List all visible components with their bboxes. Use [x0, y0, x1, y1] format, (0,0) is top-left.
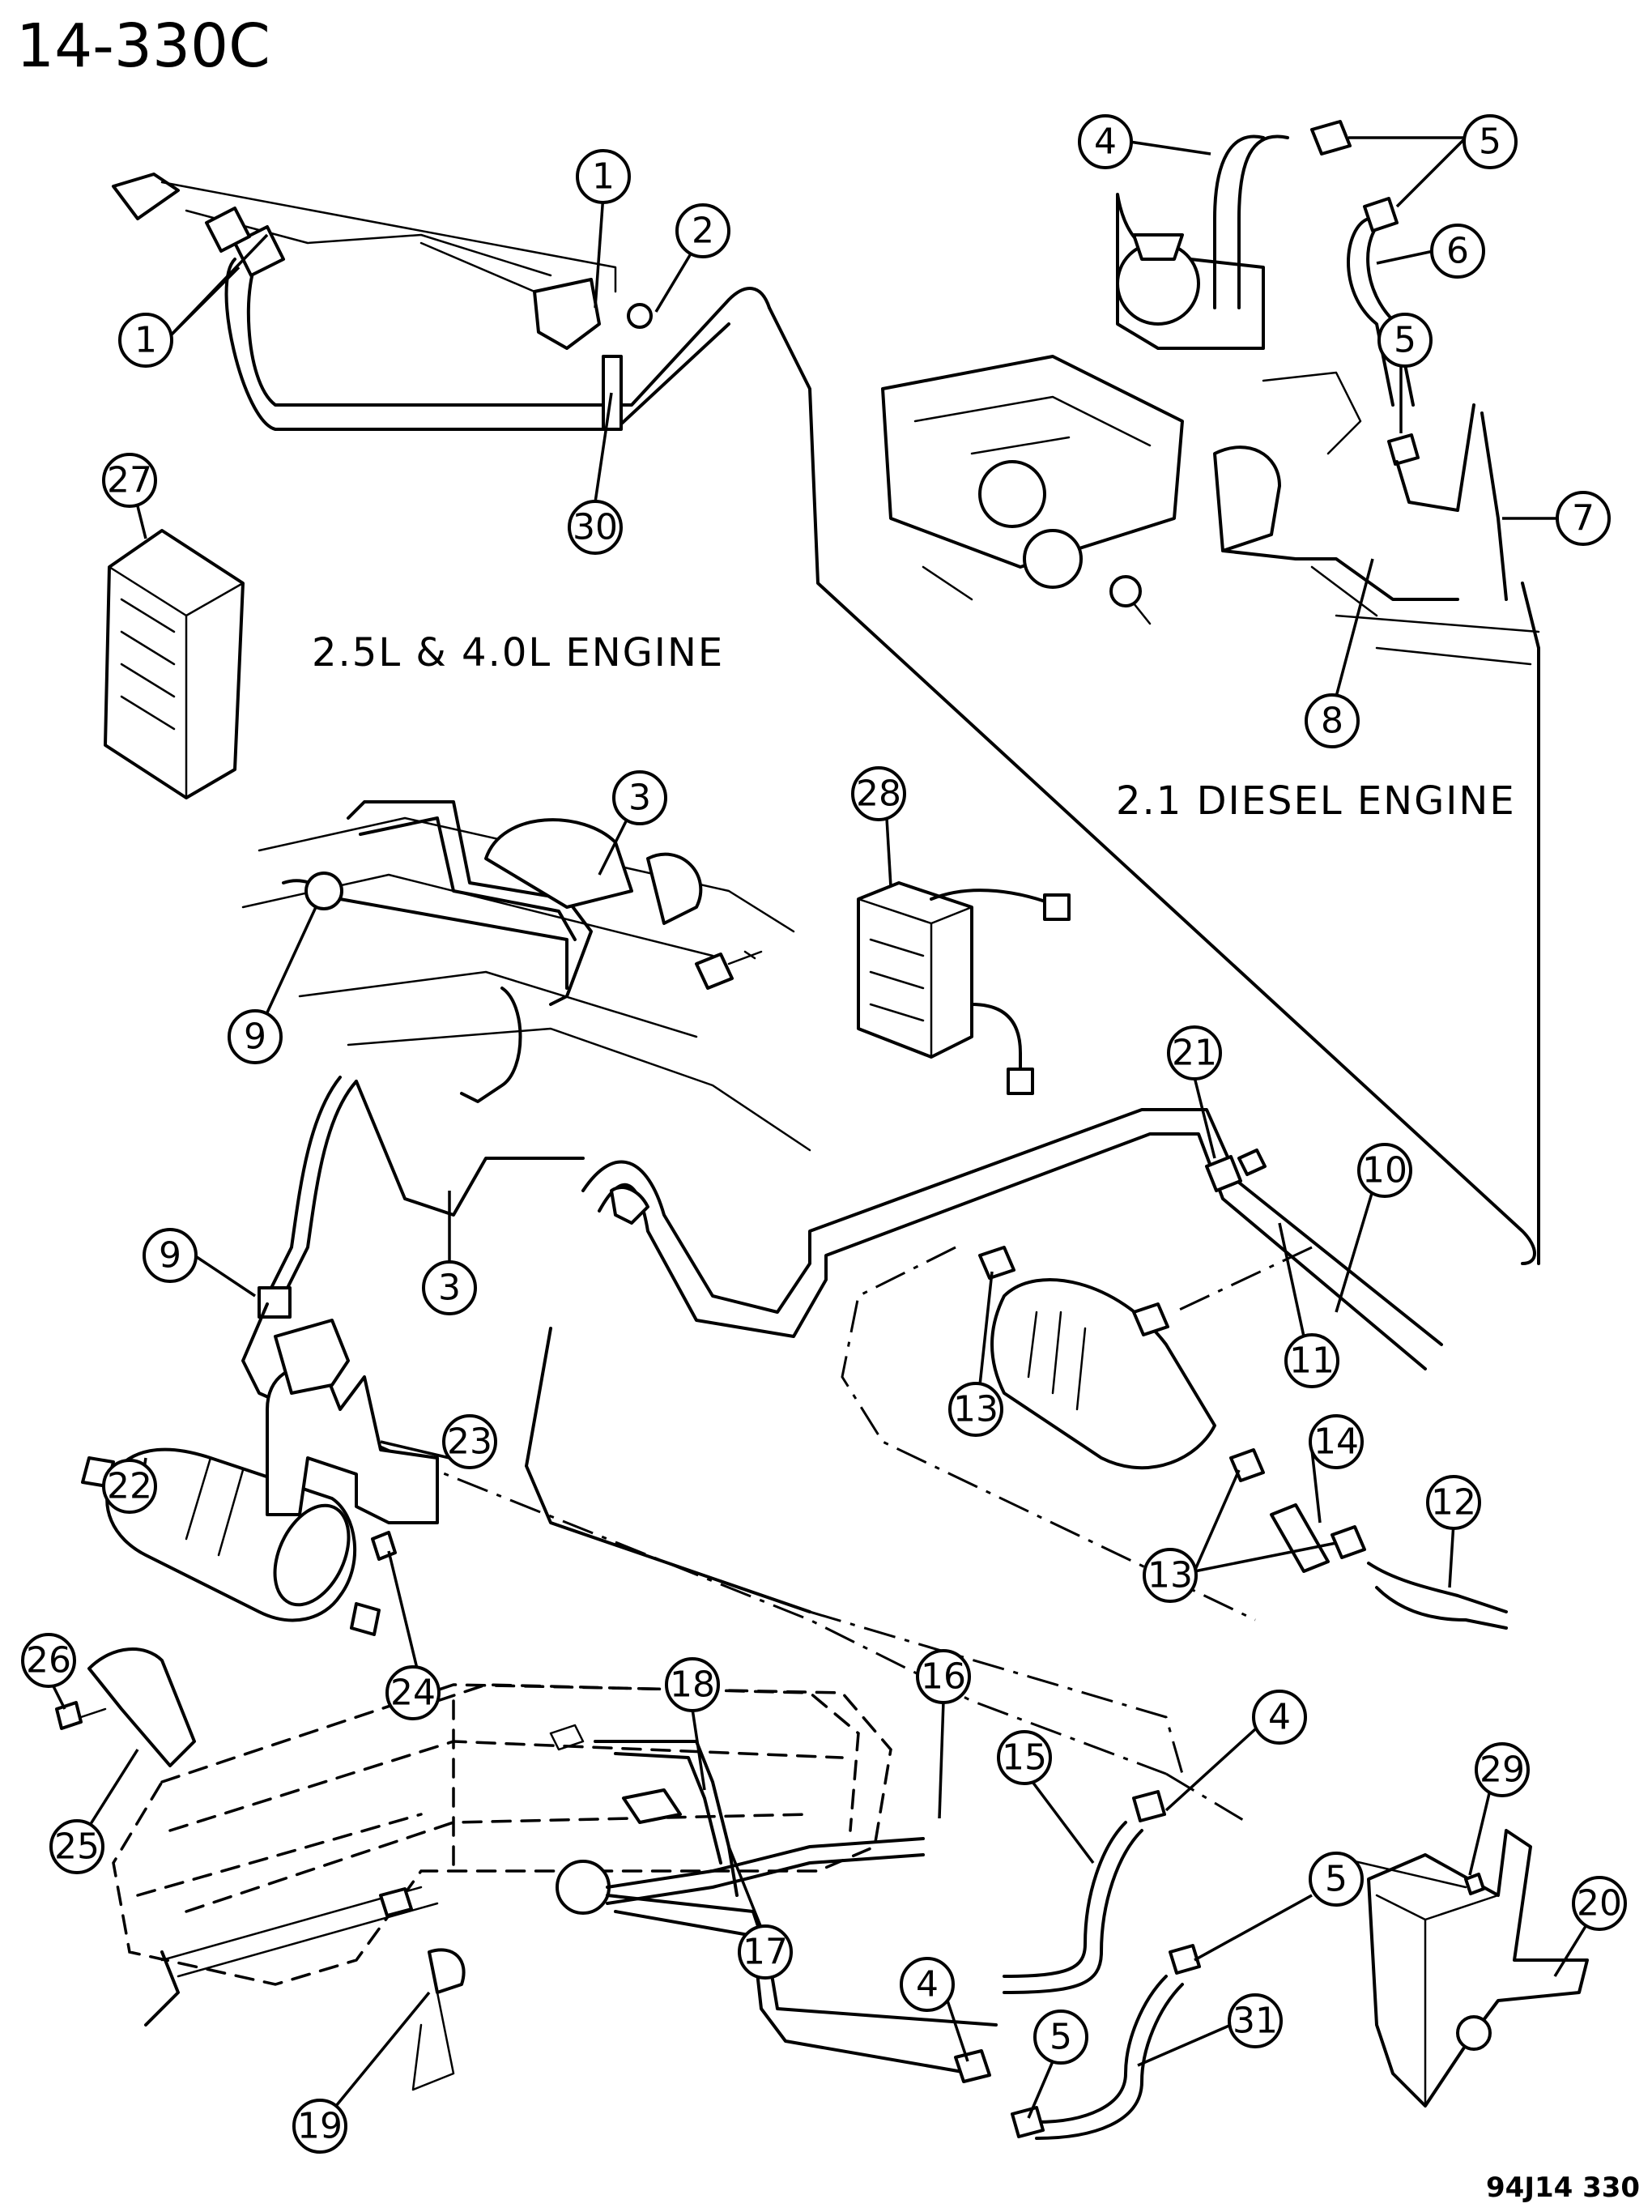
svg-text:27: 27 — [107, 460, 152, 501]
svg-text:22: 22 — [107, 1466, 152, 1507]
callout-31: 31 — [1228, 1993, 1283, 2048]
callout-1b: 1 — [118, 313, 173, 368]
callout-11: 11 — [1284, 1333, 1339, 1388]
part-28-module — [857, 881, 1071, 1095]
svg-text:1: 1 — [134, 320, 157, 361]
callout-30: 30 — [568, 500, 623, 555]
callout-5c: 5 — [1309, 1852, 1364, 1907]
callout-27: 27 — [102, 453, 157, 508]
callout-21: 21 — [1167, 1025, 1222, 1080]
callout-16: 16 — [916, 1649, 971, 1704]
svg-text:14: 14 — [1314, 1421, 1359, 1463]
callout-14: 14 — [1309, 1414, 1364, 1469]
svg-text:5: 5 — [1479, 121, 1501, 163]
svg-text:1: 1 — [592, 156, 615, 198]
svg-text:31: 31 — [1233, 2001, 1278, 2042]
callout-24: 24 — [385, 1665, 441, 1720]
callout-20: 20 — [1572, 1876, 1627, 1931]
svg-text:17: 17 — [743, 1932, 788, 1973]
callout-13a: 13 — [948, 1382, 1003, 1437]
svg-text:26: 26 — [26, 1640, 71, 1681]
callout-5d: 5 — [1033, 2010, 1088, 2065]
callout-18: 18 — [665, 1657, 720, 1712]
callout-2: 2 — [675, 203, 730, 258]
part-27-module — [104, 529, 245, 799]
callout-9a: 9 — [228, 1009, 283, 1064]
svg-text:16: 16 — [921, 1656, 966, 1698]
svg-text:19: 19 — [297, 2106, 343, 2147]
svg-text:5: 5 — [1394, 320, 1416, 361]
diesel-engine-label: 2.1 DIESEL ENGINE — [1116, 778, 1516, 824]
lower-hoses — [954, 1790, 1201, 2140]
svg-text:4: 4 — [1268, 1697, 1291, 1738]
diesel-hoses — [1213, 120, 1475, 512]
svg-text:13: 13 — [953, 1389, 998, 1430]
svg-text:4: 4 — [916, 1964, 939, 2005]
callout-1a: 1 — [576, 149, 631, 204]
svg-text:8: 8 — [1321, 701, 1343, 742]
svg-text:20: 20 — [1577, 1883, 1622, 1924]
callout-4b: 4 — [1252, 1690, 1307, 1745]
callout-25: 25 — [49, 1819, 104, 1874]
callout-4a: 4 — [1078, 114, 1133, 169]
diesel-engine-assembly — [881, 193, 1540, 666]
callout-4c: 4 — [900, 1957, 955, 2012]
callout-29: 29 — [1475, 1742, 1530, 1797]
callout-5a: 5 — [1463, 114, 1518, 169]
svg-text:6: 6 — [1446, 231, 1469, 272]
svg-text:29: 29 — [1480, 1750, 1525, 1791]
svg-text:2: 2 — [692, 211, 714, 252]
svg-text:28: 28 — [856, 774, 901, 815]
svg-text:3: 3 — [438, 1268, 461, 1309]
fuel-filter-group — [55, 1319, 439, 1767]
svg-text:4: 4 — [1094, 121, 1117, 163]
callout-9b: 9 — [143, 1228, 198, 1283]
svg-text:30: 30 — [573, 507, 618, 548]
callout-7: 7 — [1556, 491, 1611, 546]
callout-28: 28 — [851, 766, 906, 821]
callout-19: 19 — [292, 2099, 347, 2154]
svg-text:25: 25 — [54, 1826, 100, 1868]
body-panel-lines — [241, 800, 811, 1319]
fuel-tank-dashed — [112, 1683, 998, 2091]
svg-text:23: 23 — [447, 1421, 492, 1463]
svg-text:3: 3 — [628, 778, 651, 819]
svg-text:24: 24 — [390, 1673, 436, 1714]
svg-text:12: 12 — [1431, 1482, 1476, 1524]
middle-fuel-tubes — [581, 1108, 1443, 1622]
callout-26: 26 — [21, 1633, 76, 1688]
callout-13b: 13 — [1143, 1548, 1198, 1603]
callout-12: 12 — [1426, 1475, 1481, 1530]
callout-6: 6 — [1430, 224, 1485, 279]
gas-engine-label: 2.5L & 4.0L ENGINE — [312, 630, 724, 676]
canister-assembly — [978, 1246, 1508, 1630]
svg-text:10: 10 — [1362, 1150, 1407, 1191]
callout-17: 17 — [738, 1924, 793, 1980]
svg-text:18: 18 — [670, 1664, 715, 1706]
callout-8: 8 — [1305, 693, 1360, 748]
callout-3a: 3 — [612, 770, 667, 825]
callout-5b: 5 — [1377, 313, 1433, 368]
svg-text:13: 13 — [1147, 1555, 1193, 1596]
svg-text:21: 21 — [1172, 1033, 1217, 1074]
main-fuel-tube-upper — [768, 306, 1540, 1265]
figure-code: 94J14 330 — [1486, 2172, 1640, 2204]
page-id: 14-330C — [16, 11, 270, 81]
part-20-bracket — [1343, 1829, 1589, 2108]
svg-text:11: 11 — [1289, 1340, 1335, 1382]
svg-text:9: 9 — [244, 1016, 266, 1058]
svg-text:5: 5 — [1050, 2017, 1072, 2058]
callout-23: 23 — [442, 1414, 497, 1469]
callout-10: 10 — [1357, 1143, 1412, 1198]
svg-text:7: 7 — [1572, 498, 1595, 539]
gas-engine-fuel-lines — [112, 173, 771, 431]
callout-15: 15 — [997, 1730, 1052, 1785]
svg-text:9: 9 — [159, 1235, 181, 1276]
callout-3b: 3 — [422, 1260, 477, 1315]
svg-text:15: 15 — [1002, 1737, 1047, 1779]
callout-22: 22 — [102, 1459, 157, 1514]
callouts: 1 1 2 30 27 4 5 6 5 7 8 3 9 28 21 10 — [21, 114, 1627, 2154]
svg-text:5: 5 — [1325, 1859, 1348, 1900]
